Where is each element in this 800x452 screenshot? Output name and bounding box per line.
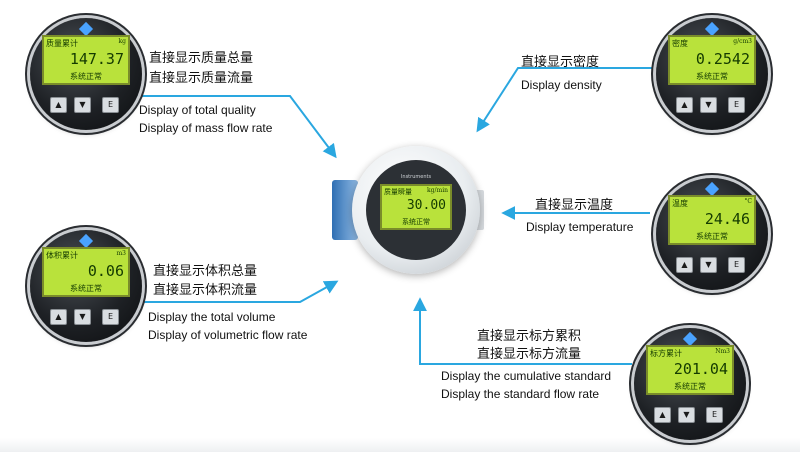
enter-key[interactable]: E [706,407,723,423]
brand-logo-icon [704,21,720,37]
lcd-unit: kg/min [427,187,448,194]
up-key[interactable]: ▲ [676,97,693,113]
arrow-density [476,67,652,133]
mass-zh-line1: 直接显示质量总量 [149,51,254,66]
lcd-value: 24.46 [704,210,750,228]
lcd-value: 0.2542 [695,50,750,68]
keypad: ▲ ▼ E [670,257,754,273]
standard-en-line1: Display the cumulative standard [441,369,612,383]
standard-zh-line2: 直接显示标方流量 [477,347,582,362]
keypad: ▲ ▼ E [670,97,754,113]
down-key[interactable]: ▼ [700,97,717,113]
brand-logo-icon [78,233,94,249]
lcd-unit: kg [118,38,126,45]
up-key[interactable]: ▲ [654,407,671,423]
up-key[interactable]: ▲ [50,97,67,113]
down-key[interactable]: ▼ [700,257,717,273]
volume-zh-line1: 直接显示体积总量 [153,264,258,279]
temperature-en-line1: Display temperature [526,220,634,234]
mass-en-line2: Display of mass flow rate [139,121,273,135]
lcd-value: 147.37 [69,50,124,68]
lcd-status: 系统正常 [696,72,728,81]
brand-logo-icon [704,181,720,197]
lcd-status: 系统正常 [402,218,430,226]
lcd-value: 0.06 [87,262,124,280]
lcd-title: 标方累计 [650,349,682,358]
enter-key[interactable]: E [728,257,745,273]
temperature-zh-line1: 直接显示温度 [535,198,614,213]
lcd-screen: 温度 °C 24.46 系统正常 [668,195,756,245]
keypad: ▲ ▼ E [44,97,128,113]
standard-en-line2: Display the standard flow rate [441,387,600,401]
lcd-screen: 质量累计 kg 147.37 系统正常 [42,35,130,85]
lcd-status: 系统正常 [70,284,102,293]
enter-key[interactable]: E [102,97,119,113]
meter-lcd-screen: 质量瞬量 kg/min 30.00 系统正常 [380,184,452,230]
volume-en-line2: Display of volumetric flow rate [148,328,308,342]
keypad: ▲ ▼ E [44,309,128,325]
lcd-unit: g/cm3 [733,38,752,45]
lcd-status: 系统正常 [696,232,728,241]
lcd-title: 质量累计 [46,39,78,48]
arrow-mass [122,95,337,159]
density-zh-line1: 直接显示密度 [521,55,600,70]
keypad: ▲ ▼ E [648,407,732,423]
mass-zh-line2: 直接显示质量流量 [149,71,254,86]
arrow-standard [413,297,632,365]
lcd-screen: 密度 g/cm3 0.2542 系统正常 [668,35,756,85]
arrow-volume [118,280,339,303]
lcd-title: 质量瞬量 [384,188,412,196]
floor-shadow [0,438,800,452]
up-key[interactable]: ▲ [676,257,693,273]
density-en-line1: Display density [521,78,602,92]
meter-brand: Instruments [400,174,432,180]
lcd-unit: m3 [116,250,126,257]
volume-display: 体积累计 m3 0.06 系统正常 ▲ ▼ E [30,230,142,342]
up-key[interactable]: ▲ [50,309,67,325]
lcd-title: 温度 [672,199,688,208]
down-key[interactable]: ▼ [74,97,91,113]
mass-en-line1: Display of total quality [139,103,256,117]
central-flow-meter: Instruments 质量瞬量 kg/min 30.00 系统正常 [332,146,484,280]
enter-key[interactable]: E [728,97,745,113]
lcd-value: 201.04 [673,360,728,378]
temperature-display: 温度 °C 24.46 系统正常 ▲ ▼ E [656,178,768,290]
lcd-screen: 标方累计 Nm3 201.04 系统正常 [646,345,734,395]
lcd-unit: Nm3 [715,348,730,355]
density-display: 密度 g/cm3 0.2542 系统正常 ▲ ▼ E [656,18,768,130]
lcd-unit: °C [744,198,752,205]
lcd-title: 体积累计 [46,251,78,260]
down-key[interactable]: ▼ [678,407,695,423]
lcd-status: 系统正常 [70,72,102,81]
lcd-title: 密度 [672,39,688,48]
lcd-screen: 体积累计 m3 0.06 系统正常 [42,247,130,297]
standard-zh-line1: 直接显示标方累积 [477,329,582,344]
down-key[interactable]: ▼ [74,309,91,325]
lcd-status: 系统正常 [674,382,706,391]
volume-zh-line2: 直接显示体积流量 [153,283,258,298]
volume-en-line1: Display the total volume [148,310,276,324]
brand-logo-icon [78,21,94,37]
brand-logo-icon [682,331,698,347]
mass-display: 质量累计 kg 147.37 系统正常 ▲ ▼ E [30,18,142,130]
lcd-value: 30.00 [406,198,446,213]
enter-key[interactable]: E [102,309,119,325]
standard-display: 标方累计 Nm3 201.04 系统正常 ▲ ▼ E [634,328,746,440]
